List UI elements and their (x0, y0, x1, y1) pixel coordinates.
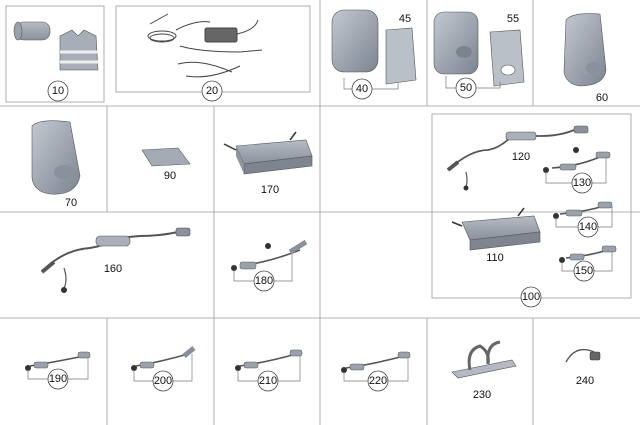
wallbox-unit-icon (31, 120, 81, 195)
adapter-cable-icon (131, 346, 196, 371)
adapter-cable-icon (543, 147, 611, 173)
part-label-190: 190 (49, 373, 67, 385)
part-label-55: 55 (507, 13, 519, 25)
cable-holder-bracket-icon (451, 340, 517, 379)
charging-cable-kit-icon (147, 13, 263, 78)
power-module-icon (223, 131, 313, 175)
adapter-cable-icon (553, 201, 613, 219)
adapter-cable-icon (235, 349, 303, 371)
power-module-icon (451, 207, 541, 251)
charging-cable-icon (40, 227, 191, 293)
leader-lines (27, 76, 613, 382)
part-label-210: 210 (259, 375, 277, 387)
part-label-140: 140 (579, 221, 597, 233)
part-label-45: 45 (399, 13, 411, 25)
part-number-labels: 10 20 40 45 50 55 60 70 90 170 120 130 1… (49, 13, 608, 401)
part-label-50: 50 (460, 82, 472, 94)
cable-roll-icon (13, 21, 51, 41)
part-label-110: 110 (486, 252, 504, 264)
part-label-120: 120 (512, 151, 530, 163)
part-label-20: 20 (206, 85, 218, 97)
wallbox-housing-icon (331, 9, 417, 85)
part-label-200: 200 (154, 375, 172, 387)
part-label-60: 60 (596, 92, 608, 104)
adapter-cable-icon (25, 351, 91, 371)
part-label-170: 170 (261, 184, 279, 196)
callout-markers (47, 77, 599, 392)
adapter-cable-icon (559, 245, 617, 263)
charging-cable-icon (446, 125, 589, 191)
safety-vest-icon (59, 29, 99, 71)
wallbox-unit-icon (563, 13, 607, 87)
part-label-70: 70 (65, 197, 77, 209)
part-label-10: 10 (52, 85, 64, 97)
part-label-40: 40 (356, 83, 368, 95)
part-label-160: 160 (104, 263, 122, 275)
lock-icon (565, 348, 601, 363)
wallbox-front-cover-icon (433, 11, 525, 87)
mounting-plate-icon (141, 147, 191, 167)
part-label-240: 240 (576, 375, 594, 387)
part-label-100: 100 (522, 291, 540, 303)
part-label-130: 130 (573, 177, 591, 189)
part-label-220: 220 (369, 375, 387, 387)
adapter-cable-icon (231, 239, 308, 271)
part-label-230: 230 (473, 389, 491, 401)
part-label-180: 180 (255, 275, 273, 287)
part-label-150: 150 (575, 265, 593, 277)
adapter-cable-icon (341, 351, 411, 373)
part-label-90: 90 (164, 170, 176, 182)
